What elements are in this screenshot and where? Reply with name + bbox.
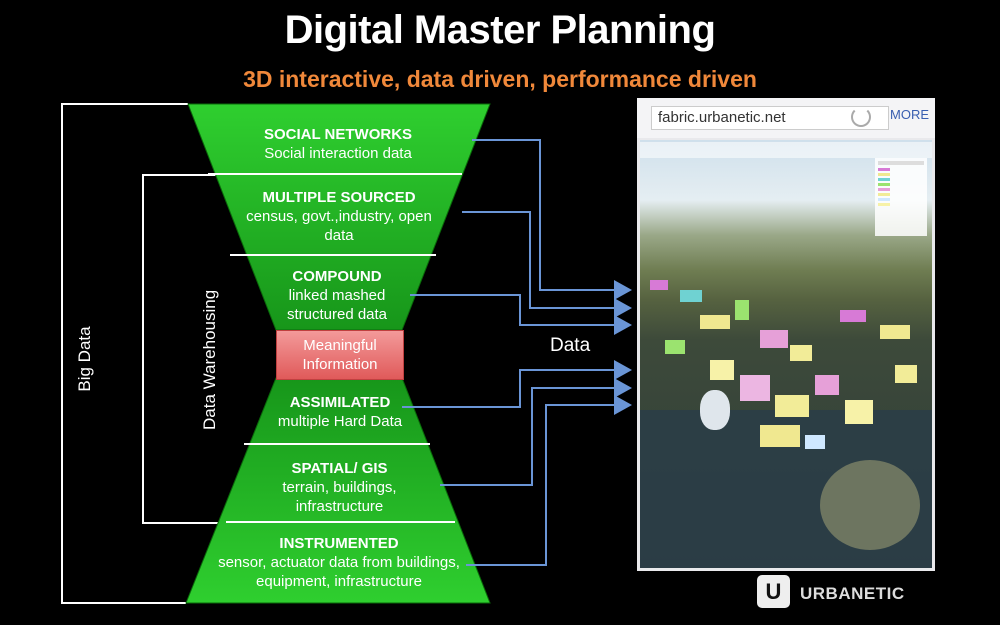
segment-body: sensor, actuator data from buildings, eq… [218, 554, 460, 590]
building [700, 390, 730, 430]
building [740, 375, 770, 401]
data-warehousing-label: Data Warehousing [200, 289, 219, 430]
building [880, 325, 910, 339]
building [735, 300, 749, 320]
segment-heading: ASSIMILATED [289, 394, 391, 411]
urbanetic-logo-icon: U [757, 575, 790, 608]
data-warehousing-bracket [142, 174, 238, 524]
data-arrow-label: Data [550, 335, 591, 356]
segment-multiple-sourced: MULTIPLE SOURCED census, govt.,industry,… [244, 188, 434, 245]
center-label: Meaningful Information [302, 337, 378, 373]
projections-legend[interactable] [875, 158, 927, 236]
segment-spatial-gis: SPATIAL/ GIS terrain, buildings, infrast… [252, 459, 427, 516]
segment-body: census, govt.,industry, open data [246, 208, 432, 244]
segment-body: terrain, buildings, infrastructure [282, 479, 397, 515]
urbanetic-logo-text: URBANETIC [800, 584, 905, 603]
segment-heading: INSTRUMENTED [279, 535, 399, 552]
segment-heading: MULTIPLE SOURCED [262, 189, 416, 206]
building [895, 365, 917, 383]
segment-social-networks: SOCIAL NETWORKS Social interaction data [228, 125, 448, 163]
segment-compound: COMPOUND linked mashed structured data [262, 267, 412, 324]
building [760, 425, 800, 447]
building [805, 435, 825, 449]
building [790, 345, 812, 361]
segment-heading: COMPOUND [292, 268, 382, 285]
map-toolbar[interactable] [640, 142, 932, 158]
segment-assimilated: ASSIMILATED multiple Hard Data [254, 393, 426, 431]
segment-body: linked mashed structured data [286, 287, 388, 323]
data-arrow [466, 395, 632, 566]
island [820, 460, 920, 550]
building [840, 310, 866, 322]
building [650, 280, 668, 290]
segment-body: Social interaction data [264, 145, 412, 162]
building [700, 315, 730, 329]
data-arrow [402, 360, 632, 408]
building [845, 400, 873, 424]
data-arrow [472, 139, 632, 300]
data-arrow [440, 378, 632, 486]
segment-heading: SPATIAL/ GIS [291, 460, 388, 477]
big-data-label: Big Data [75, 326, 94, 392]
building [760, 330, 788, 348]
building [665, 340, 685, 354]
page-subtitle: 3D interactive, data driven, performance… [243, 66, 757, 92]
reload-icon[interactable] [851, 107, 871, 127]
big-data-bracket [61, 103, 188, 604]
data-arrow [462, 211, 632, 318]
segment-heading: SOCIAL NETWORKS [263, 126, 413, 143]
building [815, 375, 839, 395]
building [710, 360, 734, 380]
segment-instrumented: INSTRUMENTED sensor, actuator data from … [203, 534, 475, 591]
building [680, 290, 702, 302]
more-button[interactable]: MORE [890, 107, 929, 122]
building [775, 395, 809, 417]
segment-body: multiple Hard Data [277, 413, 403, 430]
data-arrow [410, 294, 632, 335]
meaningful-information-box: Meaningful Information [276, 330, 404, 380]
url-field[interactable]: fabric.urbanetic.net [651, 106, 889, 130]
page-title: Digital Master Planning [284, 8, 716, 52]
